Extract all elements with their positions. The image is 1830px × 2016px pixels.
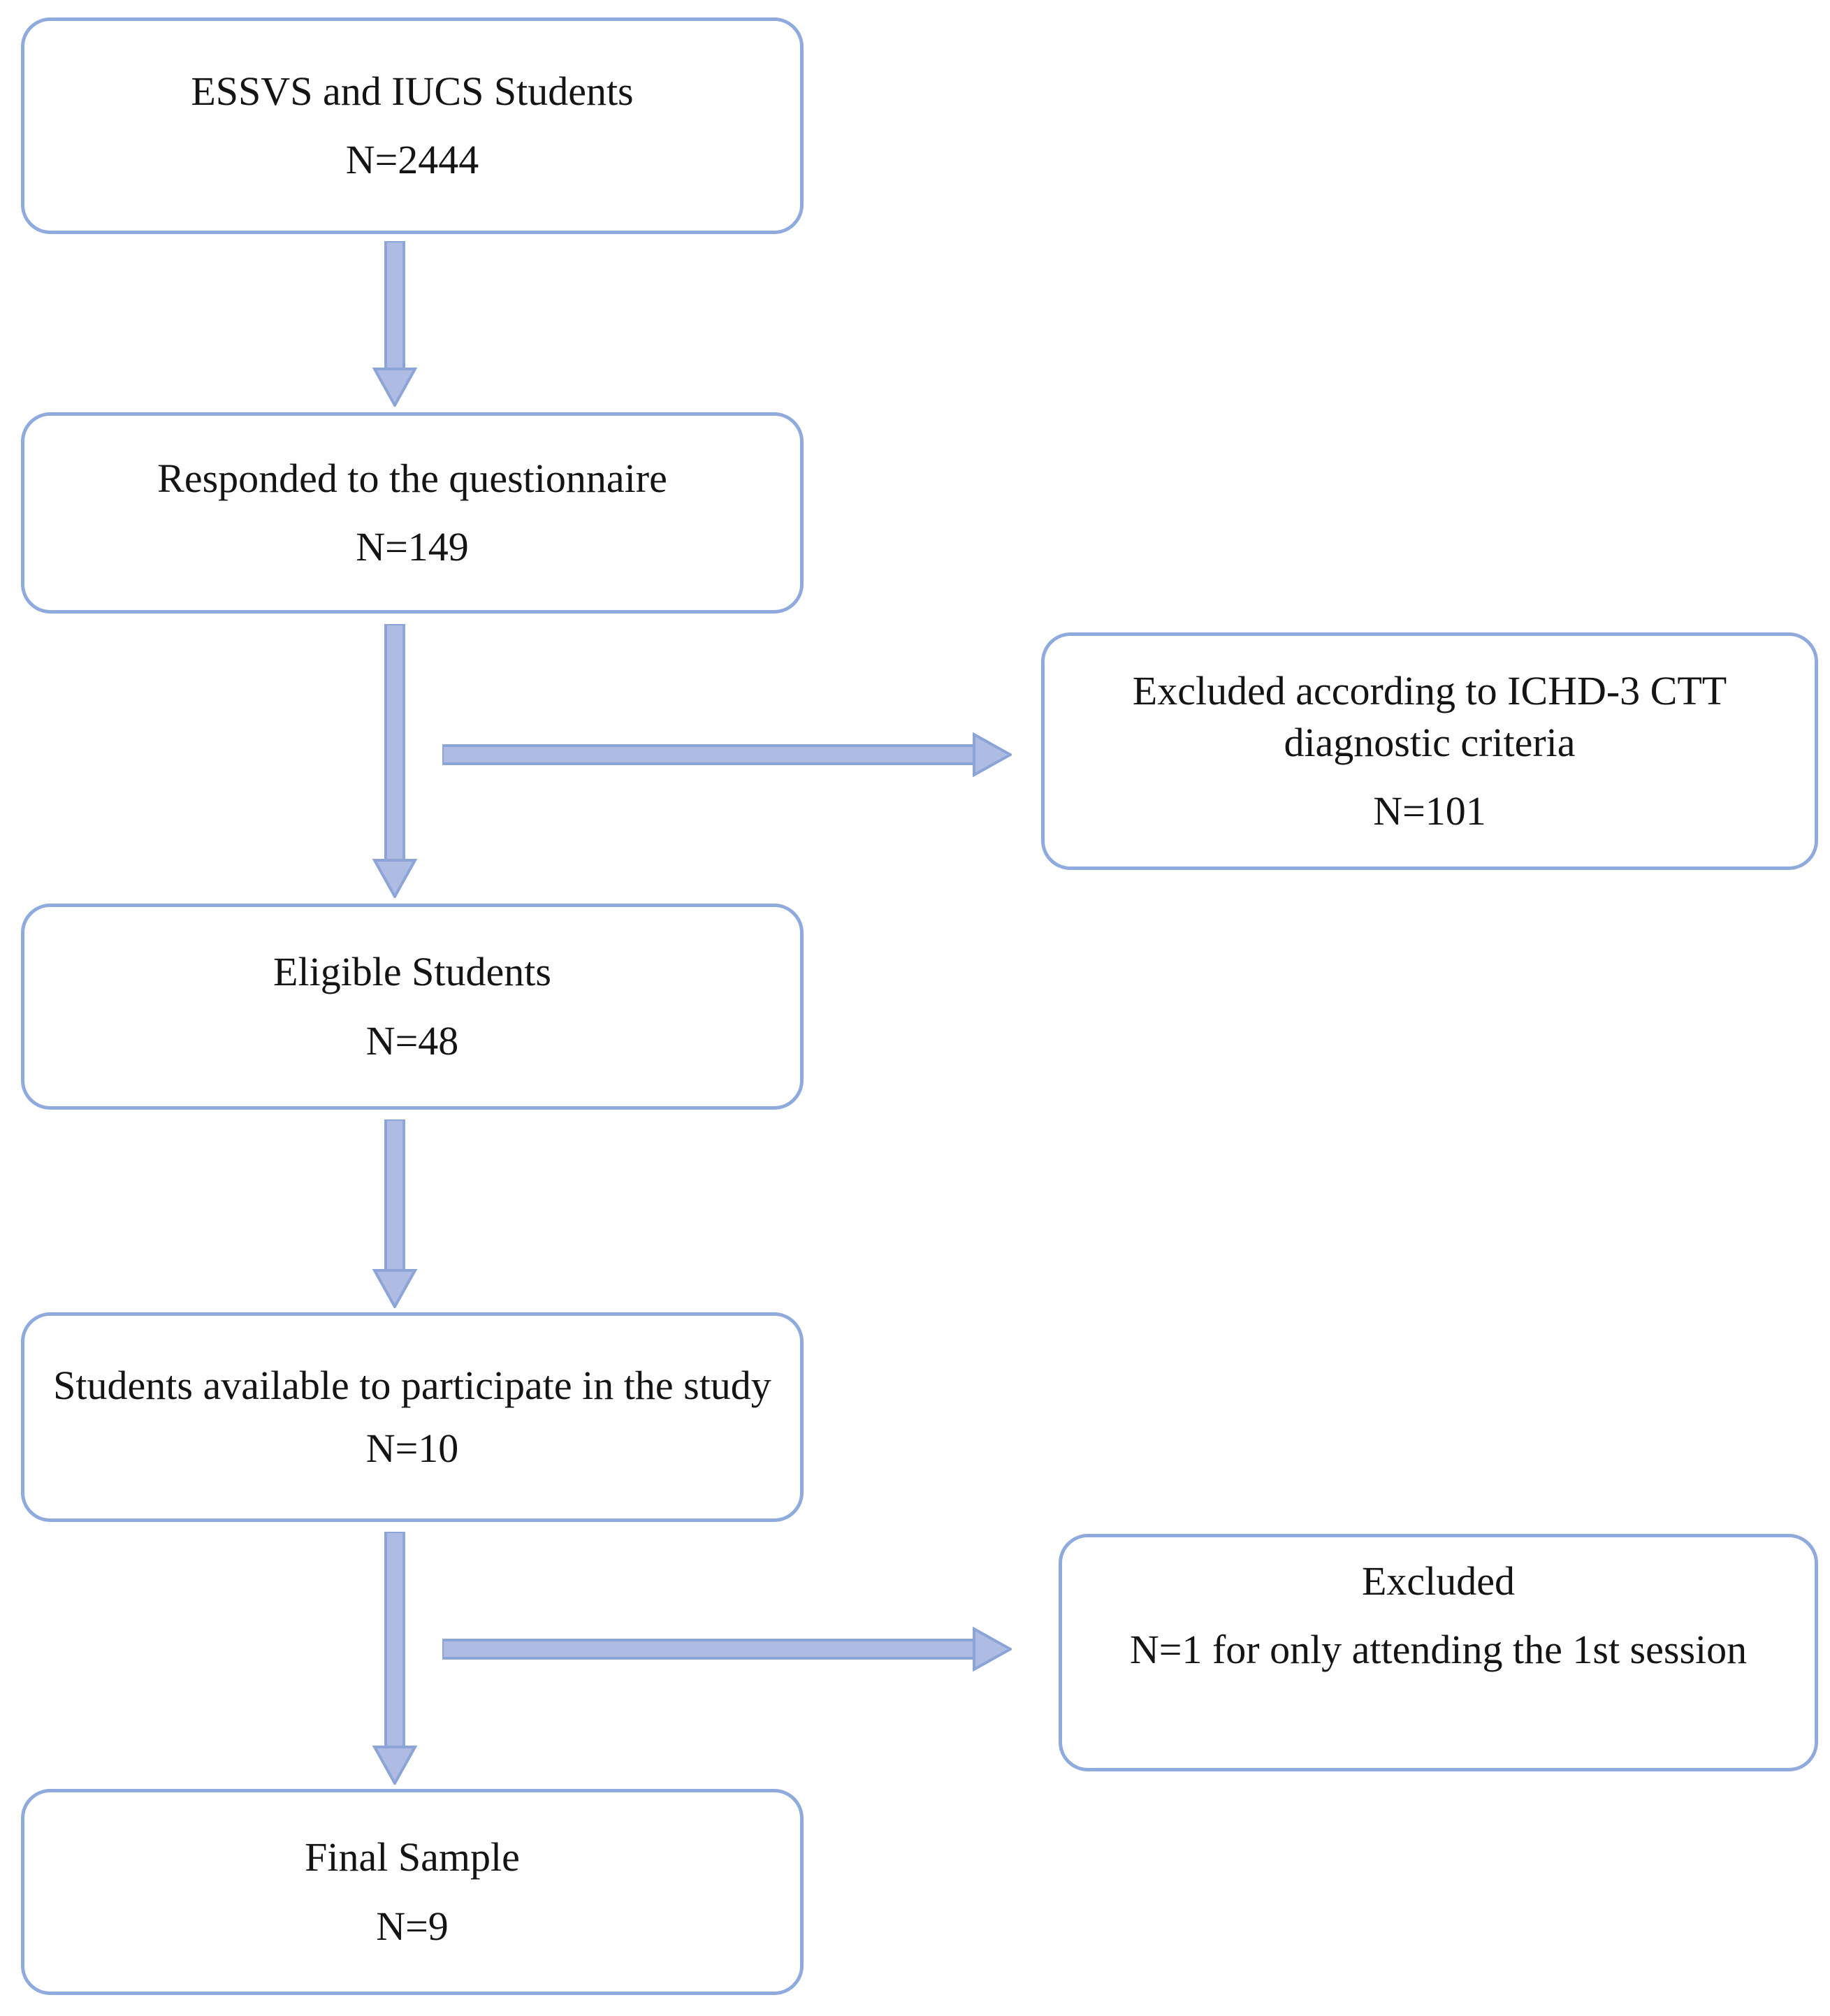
flow-box-final-sample: Final Sample N=9 — [21, 1789, 804, 1995]
box-title: Eligible Students — [273, 949, 551, 995]
box-count: N=10 — [365, 1426, 459, 1471]
arrow-down-3 — [372, 1119, 418, 1308]
flow-box-eligible-students: Eligible Students N=48 — [21, 904, 804, 1110]
box-title: Excluded according to ICHD-3 CTT diagnos… — [1132, 667, 1727, 765]
arrow-down-4 — [372, 1532, 418, 1785]
box-title: ESSVS and IUCS Students — [191, 68, 634, 114]
flow-box-students-available: Students available to participate in the… — [21, 1312, 804, 1522]
flow-box-excluded-session: Excluded N=1 for only attending the 1st … — [1059, 1534, 1818, 1771]
box-count: N=149 — [356, 524, 469, 570]
flow-box-excluded-ichd3: Excluded according to ICHD-3 CTT diagnos… — [1041, 632, 1818, 870]
box-count: N=101 — [1373, 788, 1486, 834]
box-count: N=9 — [376, 1903, 449, 1949]
box-title: Excluded — [1361, 1558, 1516, 1604]
box-count: N=48 — [365, 1017, 459, 1064]
box-count: N=2444 — [345, 137, 479, 182]
flow-box-essvs-iucs-students: ESSVS and IUCS Students N=2444 — [21, 17, 804, 234]
box-title: Responded to the questionnaire — [157, 455, 667, 501]
arrow-right-excluded-session — [442, 1626, 1012, 1672]
arrow-right-excluded-ichd3 — [442, 732, 1012, 778]
box-title: Students available to participate in the… — [53, 1362, 771, 1408]
box-count: N=1 for only attending the 1st session — [1129, 1627, 1748, 1673]
arrow-down-2 — [372, 624, 418, 898]
arrow-down-1 — [372, 241, 418, 407]
box-title: Final Sample — [305, 1834, 520, 1880]
flow-box-responded-questionnaire: Responded to the questionnaire N=149 — [21, 412, 804, 614]
